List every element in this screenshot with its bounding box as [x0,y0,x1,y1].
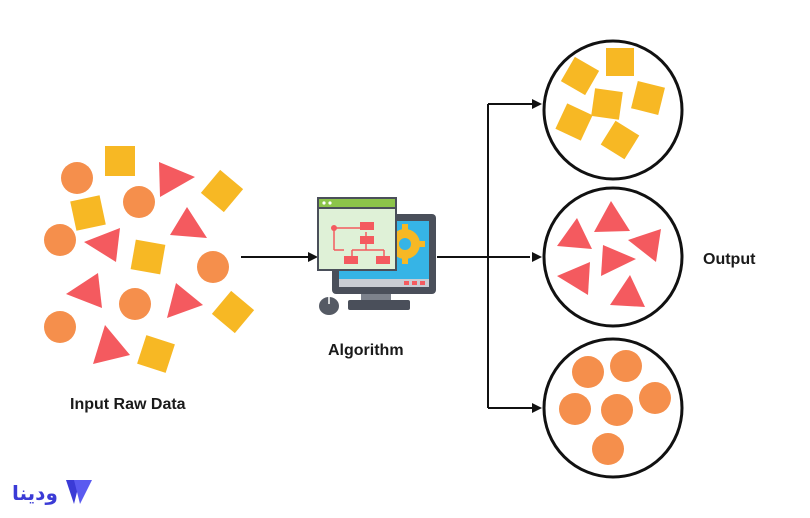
arrow-input-to-algorithm [241,252,318,262]
arrow-head-bottom [532,403,542,413]
input-shapes-cluster [44,146,255,373]
input-triangle [93,325,130,364]
input-square [211,290,255,334]
input-circle [119,288,151,320]
input-triangle [159,162,195,197]
input-raw-data-label: Input Raw Data [70,396,186,413]
output-triangles-group [542,186,684,328]
input-circle [197,251,229,283]
input-circle [44,311,76,343]
input-circle [61,162,93,194]
branching-arrows [437,103,534,409]
mouse-icon [319,297,339,315]
input-triangle [84,228,120,262]
algorithm-label: Algorithm [328,342,404,359]
input-square [200,169,244,213]
input-triangle [170,207,207,238]
input-triangle [66,273,102,308]
arrow-head-top [532,99,542,109]
vedina-logo: ودینا [12,480,92,505]
input-square [70,195,106,231]
computer-flowchart-gear-icon [317,197,436,315]
input-circle [44,224,76,256]
input-square [105,146,135,176]
input-square [137,335,175,373]
output-label: Output [703,251,756,268]
input-triangle [167,283,203,318]
input-square [130,239,166,275]
arrow-head-middle [532,252,542,262]
input-circle [123,186,155,218]
output-squares-group [542,39,684,181]
output-circles-group [542,337,684,479]
svg-text:ودینا: ودینا [12,481,58,505]
